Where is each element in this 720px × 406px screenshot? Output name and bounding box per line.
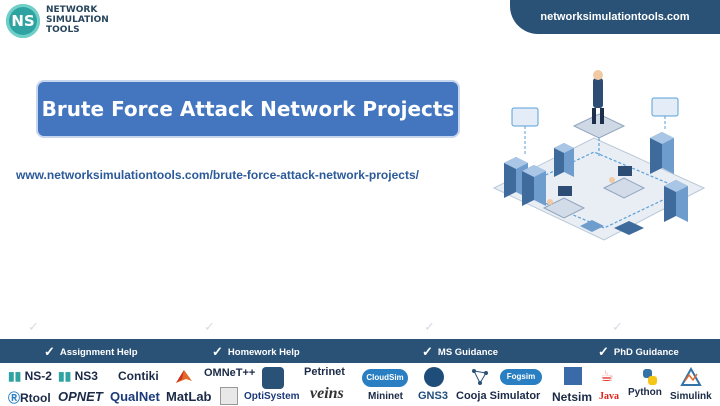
network-illustration: [492, 70, 706, 241]
python-icon: [640, 367, 660, 387]
service-label: Assignment Help: [59, 347, 138, 358]
netsim-icon: [564, 367, 582, 385]
simulink-icon: [680, 366, 702, 387]
tool-petrinet: Petrinet: [304, 366, 345, 378]
logo-line-3: TOOLS: [46, 25, 80, 35]
workstation-icon: [602, 166, 646, 199]
logo-badge: NS: [6, 4, 40, 38]
tool-cooja: Cooja Simulator: [456, 390, 541, 402]
tool-gns3: GNS3: [418, 390, 448, 402]
service-shadow-row: ✓ ✓ ✓ ✓: [28, 320, 623, 335]
workstation-icon: [542, 186, 586, 219]
page-title-box: Brute Force Attack Network Projects: [36, 80, 460, 138]
java-icon: ☕: [600, 367, 614, 385]
logo-wordmark: NETWORK SIMULATION TOOLS: [46, 5, 126, 35]
service-label: PhD Guidance: [613, 347, 679, 358]
check-icon: ✓: [44, 344, 55, 359]
service-label: Homework Help: [227, 347, 300, 358]
gns3-icon: [424, 367, 444, 387]
page-title: Brute Force Attack Network Projects: [41, 97, 455, 121]
tool-opnet: OPNET: [58, 389, 103, 404]
tool-fogsim: Fogsim: [500, 369, 542, 385]
site-url-banner[interactable]: networksimulationtools.com: [510, 0, 720, 34]
tool-veins: veins: [310, 385, 344, 402]
logo-line-1: NETWORK: [46, 5, 98, 15]
service-homework-help[interactable]: ✓ Homework Help: [212, 343, 300, 359]
check-icon: ✓: [598, 344, 609, 359]
cooja-icon: [470, 367, 490, 387]
person-icon: [593, 78, 603, 108]
service-assignment-help[interactable]: ✓ Assignment Help: [44, 343, 138, 359]
tool-ns2: ▮▮ NS-2: [8, 369, 52, 383]
optisystem-icon: [262, 367, 284, 389]
tool-omnet: OMNeT++: [204, 367, 256, 379]
tool-matlab: MatLab: [166, 389, 212, 404]
tool-python: Python: [628, 387, 662, 398]
server-rack-icon: [650, 132, 674, 174]
matlab-icon: [174, 367, 194, 387]
tool-contiki: Contiki: [118, 369, 159, 383]
tool-ns3: ▮▮ NS3: [58, 369, 98, 383]
tool-mininet: Mininet: [368, 391, 403, 402]
check-icon: ✓: [422, 344, 433, 359]
tool-rtool: ⓇRtool: [8, 391, 51, 405]
service-label: MS Guidance: [437, 347, 499, 358]
server-rack-icon: [664, 180, 688, 222]
omnet-icon: [220, 387, 238, 405]
check-icon: ✓: [212, 344, 223, 359]
server-rack-icon: [554, 143, 574, 177]
site-url-text: networksimulationtools.com: [540, 11, 690, 23]
tool-cloudsim: CloudSim: [362, 369, 408, 387]
tool-optisystem: OptiSystem: [244, 391, 300, 402]
tool-qualnet: QualNet: [110, 389, 160, 404]
service-phd-guidance[interactable]: ✓ PhD Guidance: [598, 343, 679, 359]
service-ms-guidance[interactable]: ✓ MS Guidance: [422, 343, 498, 359]
site-logo[interactable]: NS NETWORK SIMULATION TOOLS: [6, 4, 126, 40]
services-bar: ✓ Assignment Help ✓ Homework Help ✓ MS Guid…: [0, 339, 720, 363]
tool-simulink: Simulink: [670, 391, 712, 402]
server-rack-icon: [504, 157, 546, 206]
tools-logo-strip: ▮▮ NS-2 ▮▮ NS3 Contiki OMNeT++ Petrinet …: [0, 363, 720, 405]
page-url-link[interactable]: www.networksimulationtools.com/brute-for…: [16, 168, 419, 182]
tool-java: Java: [599, 391, 619, 402]
logo-line-2: SIMULATION: [46, 15, 109, 25]
tool-netsim: Netsim: [552, 390, 593, 404]
